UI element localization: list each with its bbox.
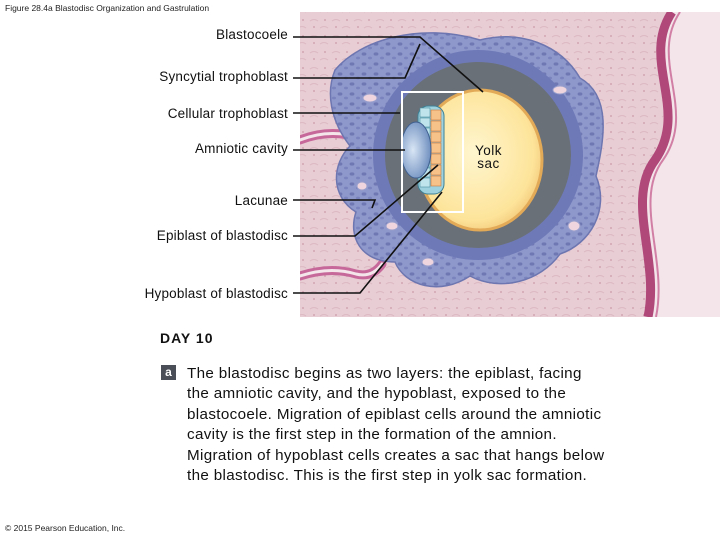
label-epiblast: Epiblast of blastodisc (156, 228, 288, 243)
label-yolk-sac-line1: Yolk (475, 143, 503, 158)
stage-label: DAY 10 (160, 330, 214, 346)
label-syncytial-trophoblast: Syncytial trophoblast (159, 69, 288, 84)
uterine-tissue (300, 12, 720, 317)
label-cellular-trophoblast: Cellular trophoblast (167, 106, 288, 121)
copyright-notice: © 2015 Pearson Education, Inc. (5, 523, 126, 533)
panel-letter-badge: a (161, 365, 176, 380)
label-yolk-sac-line2: sac (477, 156, 500, 171)
label-yolk-sac: Yolk sac (475, 143, 503, 171)
label-amniotic-cavity: Amniotic cavity (194, 141, 288, 156)
label-hypoblast: Hypoblast of blastodisc (144, 286, 288, 301)
label-blastocoele: Blastocoele (216, 27, 288, 42)
leader-lines (293, 36, 484, 294)
caption-text: The blastodisc begins as two layers: the… (187, 365, 605, 485)
label-lacunae: Lacunae (234, 193, 288, 208)
figure-title: Figure 28.4a Blastodisc Organization and… (5, 3, 210, 13)
